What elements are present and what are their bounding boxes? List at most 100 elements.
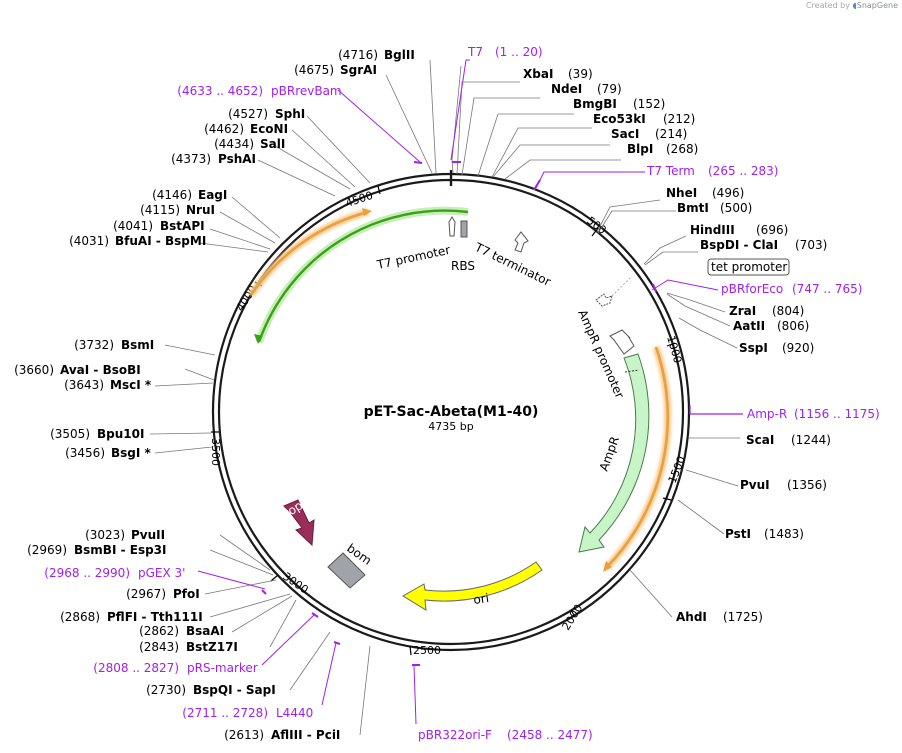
enzyme-pos: (703) [795, 238, 827, 252]
primer-pbr322ori-name: pBR322ori-F [418, 728, 492, 742]
enzyme-name: SalI [260, 137, 285, 151]
enzyme-pos: (1725) [723, 610, 763, 624]
enzyme-pos: (214) [655, 127, 687, 141]
enzyme-pos: (806) [777, 319, 809, 333]
plasmid-name: pET-Sac-Abeta(M1-40) [364, 404, 539, 420]
feature-rbs [460, 220, 468, 238]
enzyme-pos: (2730) [146, 683, 186, 697]
enzyme-pos: (920) [782, 341, 814, 355]
label-rbs: RBS [451, 259, 475, 273]
primer-l4440-name: L4440 [276, 706, 313, 720]
primer-pgex-range: (2968 .. 2990) [44, 566, 130, 580]
enzyme-pos: (1244) [791, 433, 831, 447]
enzyme-name: Eco53kI [593, 112, 646, 126]
enzyme-name: PstI [725, 527, 751, 541]
enzyme-name: PfoI [173, 587, 200, 601]
enzyme-name: BstAPI [160, 219, 205, 233]
enzyme-pos: (2969) [27, 543, 67, 557]
enzyme-name: ZraI [729, 304, 756, 318]
feature-ori [402, 561, 543, 611]
feature-bom [327, 552, 366, 589]
enzyme-name: AflIII - PciI [271, 728, 340, 742]
orf-right-orange [603, 345, 672, 572]
enzyme-name: BspQI - SapI [193, 683, 276, 697]
tick-3500: 3500 [209, 431, 222, 466]
tick-4500: 4500 [344, 185, 381, 210]
label-ori: ori [472, 591, 489, 607]
enzyme-pos: (39) [568, 67, 593, 81]
tick-1000: 1000 [664, 334, 684, 364]
feature-t7-terminator-arrow [514, 231, 529, 253]
enzyme-pos: (804) [772, 304, 804, 318]
label-tet-promoter: tet promoter [711, 260, 787, 274]
enzyme-labels-right: XbaI (39) NdeI (79) BmgBI (152) Eco53kI … [523, 67, 831, 624]
enzyme-pos: (2862) [139, 624, 179, 638]
enzyme-name: HindIII [690, 223, 735, 237]
primer-pbrforeco-range: (747 .. 765) [792, 282, 862, 296]
primer-ampr-range: (1156 .. 1175) [794, 407, 880, 421]
feature-rop [283, 499, 315, 547]
enzyme-name: BsmBI - Esp3I [74, 543, 166, 557]
enzyme-pos: (79) [597, 82, 622, 96]
enzyme-pos: (1483) [764, 527, 804, 541]
primer-t7term-range: (265 .. 283) [708, 164, 778, 178]
enzyme-pos: (2613) [224, 728, 264, 742]
feature-ampr [578, 353, 650, 553]
enzyme-pos: (268) [666, 142, 698, 156]
enzyme-pos: (3643) [64, 378, 104, 392]
label-ampr: AmpR [597, 435, 622, 473]
enzyme-pos: (3505) [50, 427, 90, 441]
enzyme-name: BlpI [627, 142, 653, 156]
primer-pbr322ori-range: (2458 .. 2477) [507, 728, 593, 742]
enzyme-name: EcoNI [250, 122, 288, 136]
enzyme-pos: (2843) [139, 640, 179, 654]
svg-text:1000: 1000 [664, 334, 684, 364]
enzyme-pos: (4031) [69, 234, 109, 248]
enzyme-pos: (4146) [152, 188, 192, 202]
enzyme-name: XbaI [523, 67, 553, 81]
enzyme-pos: (3660) [14, 363, 54, 377]
feature-t7-promoter-arrow [448, 216, 456, 237]
primer-pbrforeco-name: pBRforEco [721, 282, 783, 296]
enzyme-name: NdeI [551, 82, 582, 96]
orf-left-orange [248, 208, 372, 297]
enzyme-name: BglII [384, 48, 415, 62]
enzyme-name: BsmI [121, 338, 154, 352]
svg-text:4500: 4500 [344, 189, 375, 210]
enzyme-name: BmtI [677, 201, 709, 215]
enzyme-name: SgrAI [340, 63, 377, 77]
tet-promoter-box: tet promoter [707, 258, 790, 276]
enzyme-name: PshAI [218, 152, 256, 166]
enzyme-pos: (3732) [74, 338, 114, 352]
enzyme-name: ScaI [746, 433, 774, 447]
primer-pbrrevbam-range: (4633 .. 4652) [177, 84, 263, 98]
enzyme-pos: (152) [633, 97, 665, 111]
enzyme-pos: (4115) [140, 203, 180, 217]
enzyme-name: BfuAI - BspMI [115, 234, 206, 248]
primer-t7-name: T7 [467, 45, 483, 59]
svg-text:3500: 3500 [209, 438, 222, 466]
primer-pgex-name: pGEX 3' [138, 566, 185, 580]
enzyme-name: SacI [611, 127, 639, 141]
enzyme-labels-left: (4716) BglII (4675) SgrAI (4527) SphI (4… [14, 48, 415, 742]
plasmid-backbone [211, 170, 691, 652]
primer-prsmarker-range: (2808 .. 2827) [93, 661, 179, 675]
plasmid-size: 4735 bp [428, 420, 473, 433]
primer-ampr-name: Amp-R [747, 407, 787, 421]
primer-labels: T7 (1 .. 20) T7 Term (265 .. 283) pBRfor… [44, 45, 879, 742]
enzyme-name: Bpu10I [97, 427, 144, 441]
credit-prefix: Created by [805, 1, 850, 10]
label-leaders [149, 59, 740, 736]
primer-t7term-name: T7 Term [646, 164, 695, 178]
enzyme-name: PvuII [131, 528, 165, 542]
tick-2000: 2000 [560, 602, 586, 633]
enzyme-pos: (4373) [171, 152, 211, 166]
svg-text:1500: 1500 [666, 454, 689, 485]
enzyme-name: SspI [739, 341, 768, 355]
label-t7-terminator: T7 terminator [472, 240, 553, 289]
snapgene-credit: Created by ◖SnapGene [806, 1, 898, 10]
enzyme-pos: (2868) [60, 610, 100, 624]
enzyme-name: BsgI * [111, 446, 152, 460]
enzyme-pos: (4527) [228, 107, 268, 121]
